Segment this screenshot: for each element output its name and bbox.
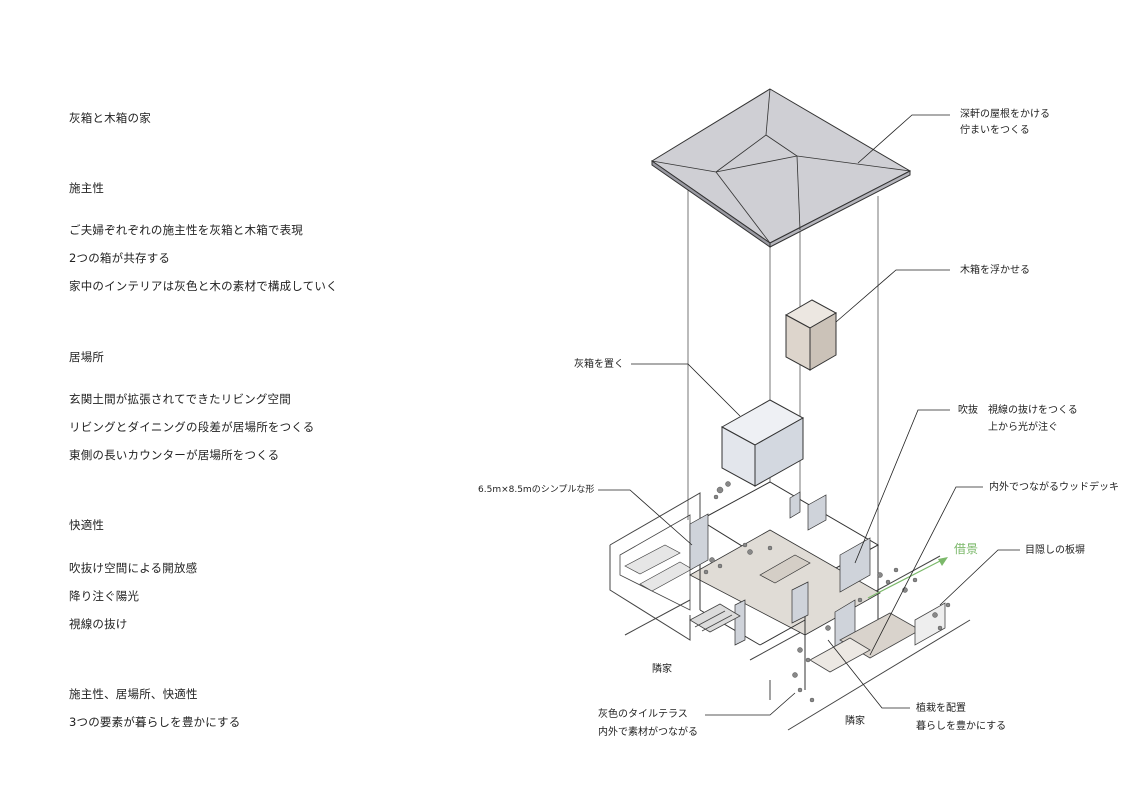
leader-lines xyxy=(598,114,1020,716)
section-line: 家中のインテリアは灰色と木の素材で構成していく xyxy=(69,279,338,293)
section-line: 2つの箱が共存する xyxy=(69,251,171,265)
section-line: ご夫婦ぞれぞれの施主性を灰箱と木箱で表現 xyxy=(69,223,303,237)
label-roof-line1: 深軒の屋根をかける xyxy=(960,109,1050,120)
label-gray-box: 灰箱を置く xyxy=(574,359,624,370)
page-title: 灰箱と木箱の家 xyxy=(69,111,151,125)
label-planting-line1: 植栽を配置 xyxy=(916,703,966,714)
label-void-line1: 吹抜 視線の抜けをつくる xyxy=(958,405,1078,416)
section-line: 玄関土間が拡張されてできたリビング空間 xyxy=(69,392,291,406)
section-line: 東側の長いカウンターが居場所をつくる xyxy=(69,448,280,462)
label-borrowed-view: 借景 xyxy=(954,542,979,556)
label-wood-box: 木箱を浮かせる xyxy=(960,265,1030,276)
planting xyxy=(703,481,951,703)
wood-box xyxy=(784,299,838,371)
roof xyxy=(651,88,912,248)
section-line: 降り注ぐ陽光 xyxy=(69,589,140,603)
label-void-line2: 上から光が注ぐ xyxy=(988,422,1058,433)
label-fence: 目隠しの板塀 xyxy=(1025,545,1085,556)
label-planting-line2: 暮らしを豊かにする xyxy=(916,721,1007,732)
label-roof-line2: 佇まいをつくる xyxy=(960,125,1030,136)
label-neighbor-right: 隣家 xyxy=(845,716,865,727)
label-terrace-line2: 内外で素材がつながる xyxy=(598,727,698,738)
section-line: 視線の抜け xyxy=(69,617,128,631)
tile-terrace xyxy=(689,603,741,633)
label-terrace-line1: 灰色のタイルテラス xyxy=(598,709,688,720)
house-volume xyxy=(689,481,881,690)
section-heading-summary: 施主性、居場所、快適性 xyxy=(69,687,198,701)
gray-box xyxy=(720,399,805,487)
label-neighbor-left: 隣家 xyxy=(652,664,672,675)
section-heading-client: 施主性 xyxy=(69,181,105,195)
section-line: リビングとダイニングの段差が居場所をつくる xyxy=(69,420,315,434)
borrowed-view-arrow xyxy=(867,557,948,599)
section-line: 3つの要素が暮らしを豊かにする xyxy=(69,715,241,729)
section-line: 吹抜け空間による開放感 xyxy=(69,561,198,575)
section-heading-place: 居場所 xyxy=(69,350,105,364)
label-shape: 6.5m×8.5mのシンプルな形 xyxy=(478,485,595,495)
label-deck: 内外でつながるウッドデッキ xyxy=(989,482,1119,493)
section-heading-comfort: 快適性 xyxy=(69,518,105,532)
